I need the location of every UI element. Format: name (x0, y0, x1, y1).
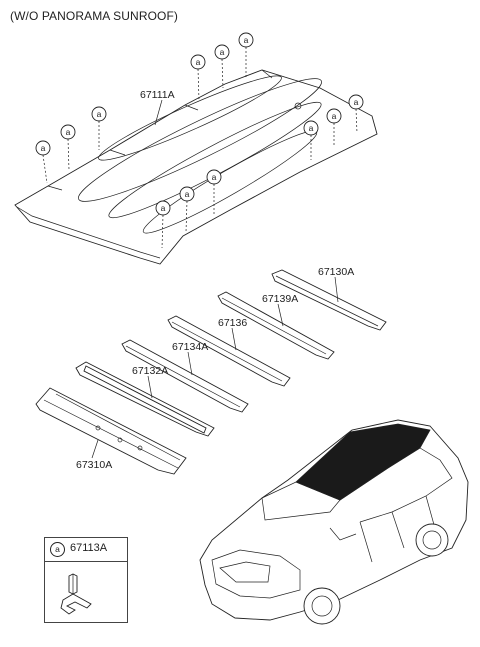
callout-letter: a (196, 57, 201, 67)
rail-67310A-label: 67310A (76, 459, 112, 471)
callout-letter: a (220, 47, 225, 57)
callout-letter: a (244, 35, 249, 45)
callout-letter: a (185, 189, 190, 199)
callout-letter: a (97, 109, 102, 119)
rail-67310A (35, 387, 187, 475)
callout-letter: a (212, 172, 217, 182)
rail-67136 (167, 315, 291, 387)
rail-67130A (271, 269, 387, 331)
rail-67132A-label: 67132A (132, 365, 168, 377)
rail-67139A (217, 291, 335, 360)
diagram-title: (W/O PANORAMA SUNROOF) (10, 9, 178, 23)
callout-letter: a (161, 203, 166, 213)
rail-67134A (121, 339, 249, 413)
callout-letter: a (354, 97, 359, 107)
legend-box: a 67113A (44, 537, 128, 623)
legend-header: a 67113A (45, 538, 127, 562)
rail-67132A (75, 361, 215, 437)
callout-letter: a (41, 143, 46, 153)
legend-callout-letter: a (50, 542, 65, 557)
roof-panel (14, 69, 378, 265)
callout-group-roof: a a a a a a a a a a a a (35, 32, 364, 249)
roof-panel-label: 67111A (140, 89, 175, 101)
callout-letter: a (66, 127, 71, 137)
callout-letter: a (309, 123, 314, 133)
rail-67134A-label: 67134A (172, 341, 208, 353)
rail-67139A-label: 67139A (262, 293, 298, 305)
callout-letter: a (332, 111, 337, 121)
rail-67136-label: 67136 (218, 317, 247, 329)
legend-part-number: 67113A (70, 542, 108, 554)
rail-67130A-label: 67130A (318, 266, 354, 278)
clip-part-icon (60, 573, 92, 615)
vehicle-illustration (199, 419, 469, 625)
